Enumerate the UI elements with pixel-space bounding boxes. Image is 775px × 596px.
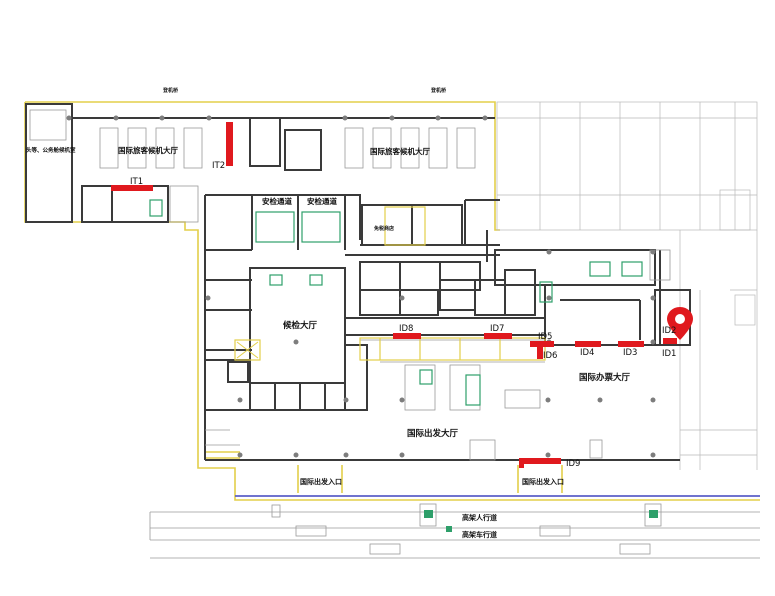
right-grid [496, 101, 758, 470]
marker-it2-bar [226, 122, 233, 166]
marker-id9-bar [519, 458, 561, 464]
marker-id4-bar [575, 341, 601, 347]
building-outline [24, 101, 760, 501]
location-pin-icon[interactable] [667, 307, 693, 340]
label-ticket-hall: 国际办票大厅 [579, 372, 631, 383]
label-stair-1: 登机桥 [162, 87, 179, 94]
label-walkway: 高架人行道 [462, 513, 497, 522]
escalator-mark [236, 341, 259, 359]
label-intl-lounge-left: 国际旅客候机大厅 [118, 145, 178, 155]
marker-label-it2: IT2 [212, 161, 225, 171]
marker-id9-side [519, 458, 524, 468]
marker-label-id9: ID9 [566, 459, 580, 469]
label-driveway: 高架车行道 [462, 530, 497, 539]
columns [66, 115, 656, 458]
label-inspection-hall: 候检大厅 [283, 320, 318, 331]
walls [25, 103, 691, 461]
label-departure-hall: 国际出发大厅 [407, 428, 459, 439]
red-markers [111, 122, 677, 468]
marker-label-id1: ID1 [662, 349, 676, 359]
label-vip-lounge: 头等、公务舱候机室 [26, 146, 76, 154]
marker-labels: IT1 IT2 ID8 ID7 ID5 ID6 ID4 ID3 ID2 ID1 … [130, 161, 676, 469]
marker-label-id7: ID7 [490, 324, 504, 334]
label-duty-free: 免税商店 [374, 225, 394, 232]
marker-label-id8: ID8 [399, 324, 413, 334]
security-lanes [149, 199, 643, 406]
area-labels: 国际旅客候机大厅 国际旅客候机大厅 头等、公务舱候机室 安检通道 安检通道 免税… [26, 87, 631, 539]
label-security-2: 安检通道 [307, 196, 337, 206]
label-stair-2: 登机桥 [430, 87, 447, 94]
marker-id8-bar [393, 333, 421, 339]
marker-label-id2: ID2 [662, 326, 676, 336]
marker-id7-bar [484, 333, 512, 339]
label-entrance-1: 国际出发入口 [300, 477, 342, 486]
label-entrance-2: 国际出发入口 [522, 477, 564, 486]
marker-id6-bar [537, 341, 543, 359]
marker-id2-bar [663, 338, 677, 344]
label-intl-lounge-right: 国际旅客候机大厅 [370, 146, 430, 156]
marker-id3-bar [618, 341, 644, 347]
marker-it1-bar [111, 185, 153, 191]
marker-label-it1: IT1 [130, 177, 143, 187]
label-security-1: 安检通道 [262, 196, 292, 206]
elevated-roads [149, 495, 760, 559]
marker-label-id4: ID4 [580, 348, 594, 358]
yellow-corridors [234, 206, 546, 361]
marker-label-id3: ID3 [623, 348, 637, 358]
marker-label-id5: ID5 [538, 332, 552, 342]
marker-label-id6: ID6 [543, 351, 557, 361]
